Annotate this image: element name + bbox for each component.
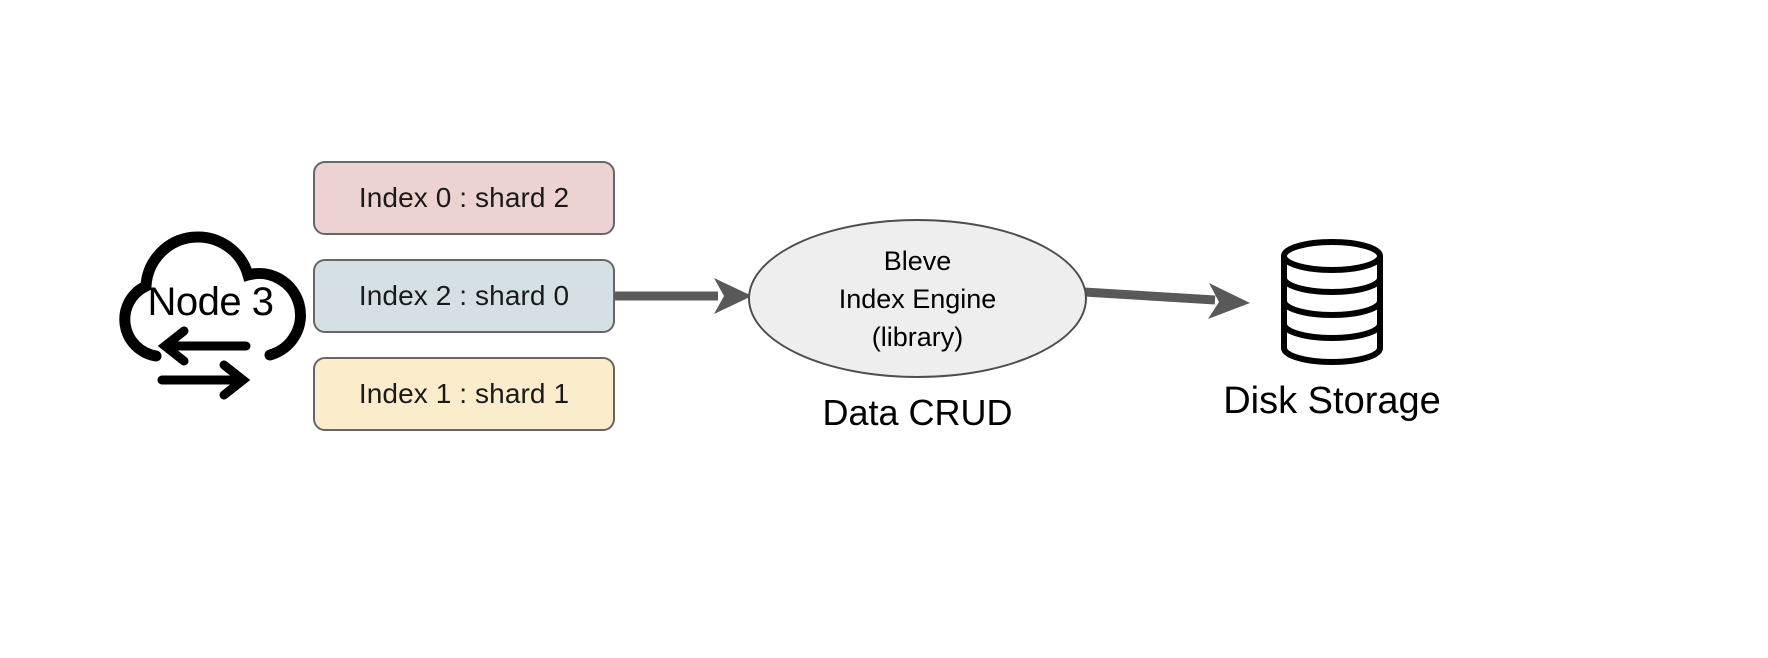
bidirectional-arrows-icon — [157, 326, 251, 400]
engine-line-1: Bleve — [883, 245, 952, 276]
engine-line-3: (library) — [871, 321, 964, 352]
index-box-0-label: Index 0 : shard 2 — [358, 182, 570, 213]
index-box-1-label: Index 2 : shard 0 — [358, 280, 570, 311]
index-box-2-label: Index 1 : shard 1 — [358, 378, 570, 409]
arrow-index-to-engine — [615, 278, 752, 314]
engine-line-2: Index Engine — [838, 283, 997, 314]
arrow-engine-to-storage — [1083, 283, 1250, 319]
bleve-index-engine-node[interactable]: Bleve Index Engine (library) — [748, 219, 1087, 378]
index-box-1[interactable]: Index 2 : shard 0 — [313, 259, 615, 333]
cloud-icon — [119, 231, 306, 362]
disk-storage-caption: Disk Storage — [1223, 380, 1441, 422]
node-label: Node 3 — [147, 280, 274, 324]
disk-storage-node[interactable] — [1277, 238, 1387, 366]
engine-caption: Data CRUD — [822, 392, 1013, 433]
database-cylinder-icon — [1281, 239, 1383, 365]
node-cloud[interactable]: Node 3 — [108, 222, 313, 400]
index-box-0[interactable]: Index 0 : shard 2 — [313, 161, 615, 235]
index-box-2[interactable]: Index 1 : shard 1 — [313, 357, 615, 431]
